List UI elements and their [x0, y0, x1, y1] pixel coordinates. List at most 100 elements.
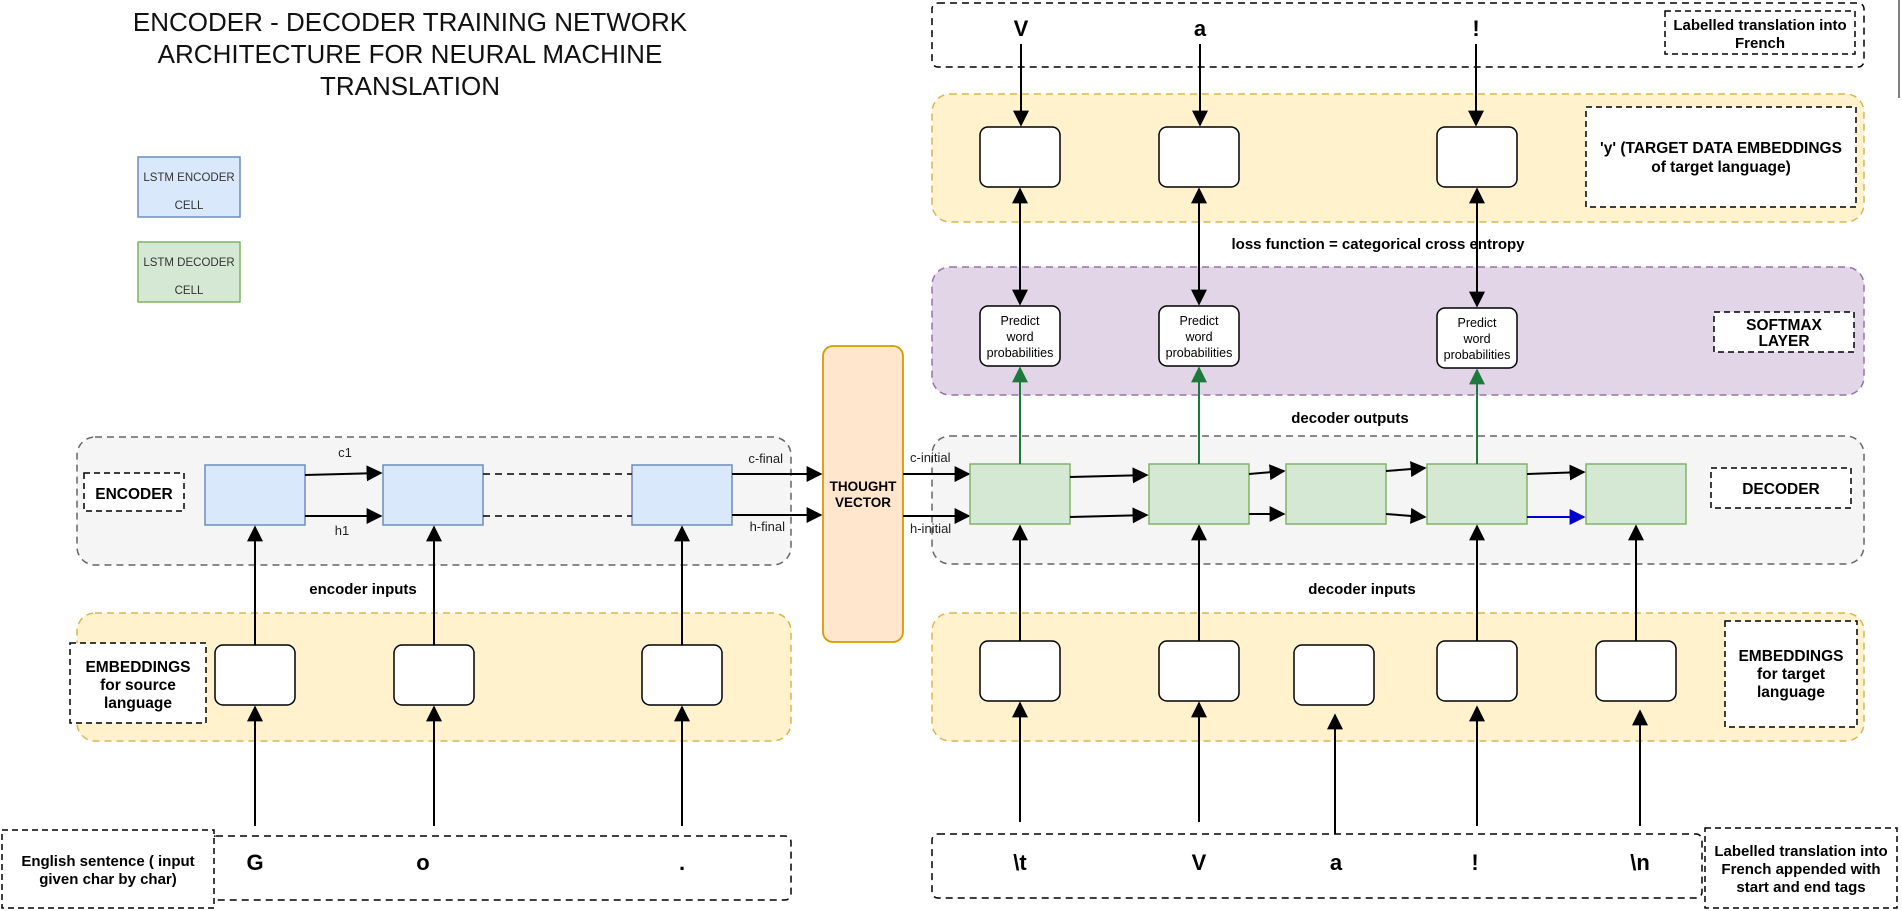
- target-input-embedding-box-3: [1293, 644, 1375, 706]
- encoder-label-box: [83, 472, 185, 512]
- source-input-row: [209, 835, 792, 901]
- target-input-embedding-box-1: [979, 640, 1061, 702]
- title-line-2: ARCHITECTURE FOR NEURAL MACHINE: [158, 39, 663, 69]
- predict-box-2: Predict word probabilities: [1158, 305, 1240, 367]
- decoder-cell-1: [969, 463, 1071, 525]
- decoder-cell-3: [1285, 463, 1387, 525]
- source-embedding-box-2: [393, 644, 475, 706]
- thought-vector: [822, 345, 904, 643]
- source-embedding-box-3: [641, 644, 723, 706]
- source-embeddings-line2: for source: [100, 677, 176, 694]
- target-embeddings-line2: for target: [1757, 666, 1825, 683]
- target-input-char-5: \n: [1630, 850, 1650, 875]
- predict-2-line1: Predict: [1180, 314, 1219, 328]
- encoder-inputs-label: encoder inputs: [309, 581, 417, 598]
- decoder-c-arrow-3: [1385, 461, 1427, 478]
- target-input-caption-line3: start and end tags: [1736, 879, 1865, 896]
- target-input-embedding-box-5: [1595, 640, 1677, 702]
- target-char-1: V: [1014, 16, 1029, 41]
- target-label-line1: 'y' (TARGET DATA EMBEDDINGS: [1600, 140, 1842, 157]
- predict-1-line3: probabilities: [987, 346, 1054, 360]
- encoder-c1-arrow: [304, 465, 383, 482]
- target-output-row: [931, 2, 1865, 68]
- source-caption-line1: English sentence ( input: [21, 853, 194, 870]
- target-embedding-box-3: [1436, 126, 1518, 188]
- decoder-inputs-label: decoder inputs: [1308, 581, 1416, 598]
- loss-function-label: loss function = categorical cross entrop…: [1232, 236, 1526, 253]
- target-input-embedding-box-2: [1158, 640, 1240, 702]
- target-label-box: [1585, 106, 1857, 208]
- decoder-h-arrow-1: [1069, 507, 1149, 524]
- legend: LSTM ENCODER CELL LSTM DECODER CELL: [137, 156, 241, 303]
- predict-3-line2: word: [1462, 332, 1490, 346]
- h-initial-label: h-initial: [910, 521, 951, 536]
- diagram-title: ENCODER - DECODER TRAINING NETWORK ARCHI…: [133, 7, 688, 101]
- source-embeddings-label-box: [69, 642, 207, 724]
- legend-decoder-line1: LSTM DECODER: [143, 257, 234, 269]
- title-line-3: TRANSLATION: [320, 71, 500, 101]
- source-char-2: o: [416, 850, 429, 875]
- target-input-char-4: !: [1471, 850, 1478, 875]
- predict-box-1: Predict word probabilities: [979, 305, 1061, 367]
- source-char-3: .: [679, 850, 685, 875]
- predict-2-line2: word: [1184, 330, 1212, 344]
- legend-encoder-line2: CELL: [175, 200, 204, 212]
- decoder-cell-5: [1585, 463, 1687, 525]
- predict-box-3-frame: [1436, 307, 1518, 369]
- decoder-label-box: [1710, 467, 1852, 509]
- target-input-row: [931, 833, 1703, 899]
- target-label-line2: of target language): [1651, 159, 1791, 176]
- decoder-cell-4: [1426, 463, 1528, 525]
- target-embedding-box-2: [1158, 126, 1240, 188]
- encoder-label: ENCODER: [95, 486, 173, 503]
- target-input-char-3: a: [1330, 850, 1343, 875]
- target-caption-line2: French: [1735, 35, 1785, 52]
- encoder-cell-1: [204, 464, 306, 526]
- source-embeddings-line1: EMBEDDINGS: [85, 659, 190, 676]
- title-line-1: ENCODER - DECODER TRAINING NETWORK: [133, 7, 688, 37]
- target-input-char-2: V: [1192, 850, 1207, 875]
- predict-1-line1: Predict: [1001, 314, 1040, 328]
- decoder-label: DECODER: [1742, 481, 1820, 498]
- target-input-char-1: \t: [1013, 850, 1027, 875]
- target-input-caption-line2: French appended with: [1721, 861, 1880, 878]
- decoder-c-arrow-2: [1248, 464, 1286, 481]
- predict-2-line3: probabilities: [1166, 346, 1233, 360]
- source-embeddings-line3: language: [104, 695, 172, 712]
- predict-3-line3: probabilities: [1444, 348, 1511, 362]
- legend-encoder-line1: LSTM ENCODER: [143, 172, 234, 184]
- decoder-c-arrow-1: [1069, 467, 1149, 484]
- predict-box-2-frame: [1158, 305, 1240, 367]
- decoder-cell-2: [1148, 463, 1250, 525]
- legend-decoder-line2: CELL: [175, 285, 204, 297]
- softmax-label-line2: LAYER: [1758, 333, 1809, 350]
- target-embeddings-line3: language: [1757, 684, 1825, 701]
- source-char-1: G: [246, 850, 263, 875]
- softmax-label-box: [1713, 311, 1855, 353]
- c1-label: c1: [338, 445, 352, 460]
- h1-label: h1: [335, 523, 349, 538]
- decoder-h-arrow-3: [1385, 507, 1427, 524]
- decoder-c-arrow-4: [1526, 464, 1586, 481]
- source-caption-box: [1, 829, 215, 909]
- decoder-embedding-band: [931, 612, 1865, 742]
- target-caption-line1: Labelled translation into: [1673, 17, 1846, 34]
- source-embedding-box-1: [214, 644, 296, 706]
- target-embedding-box-1: [979, 126, 1061, 188]
- legend-decoder-cell: [137, 241, 241, 303]
- encoder-cell-3: [631, 464, 733, 526]
- predict-3-line1: Predict: [1458, 316, 1497, 330]
- predict-box-1-frame: [979, 305, 1061, 367]
- predict-box-3: Predict word probabilities: [1436, 307, 1518, 369]
- target-char-2: a: [1194, 16, 1207, 41]
- target-input-embedding-box-4: [1436, 640, 1518, 702]
- target-char-3: !: [1472, 16, 1479, 41]
- encoder-cell-2: [382, 464, 484, 526]
- target-caption-box: [1664, 10, 1856, 55]
- softmax-label-line1: SOFTMAX: [1746, 317, 1822, 334]
- thought-vector-line1: THOUGHT: [830, 479, 897, 494]
- h-final-label: h-final: [750, 519, 786, 534]
- c-initial-label: c-initial: [910, 450, 951, 465]
- decoder-outputs-label: decoder outputs: [1291, 410, 1409, 427]
- target-embeddings-line1: EMBEDDINGS: [1738, 648, 1843, 665]
